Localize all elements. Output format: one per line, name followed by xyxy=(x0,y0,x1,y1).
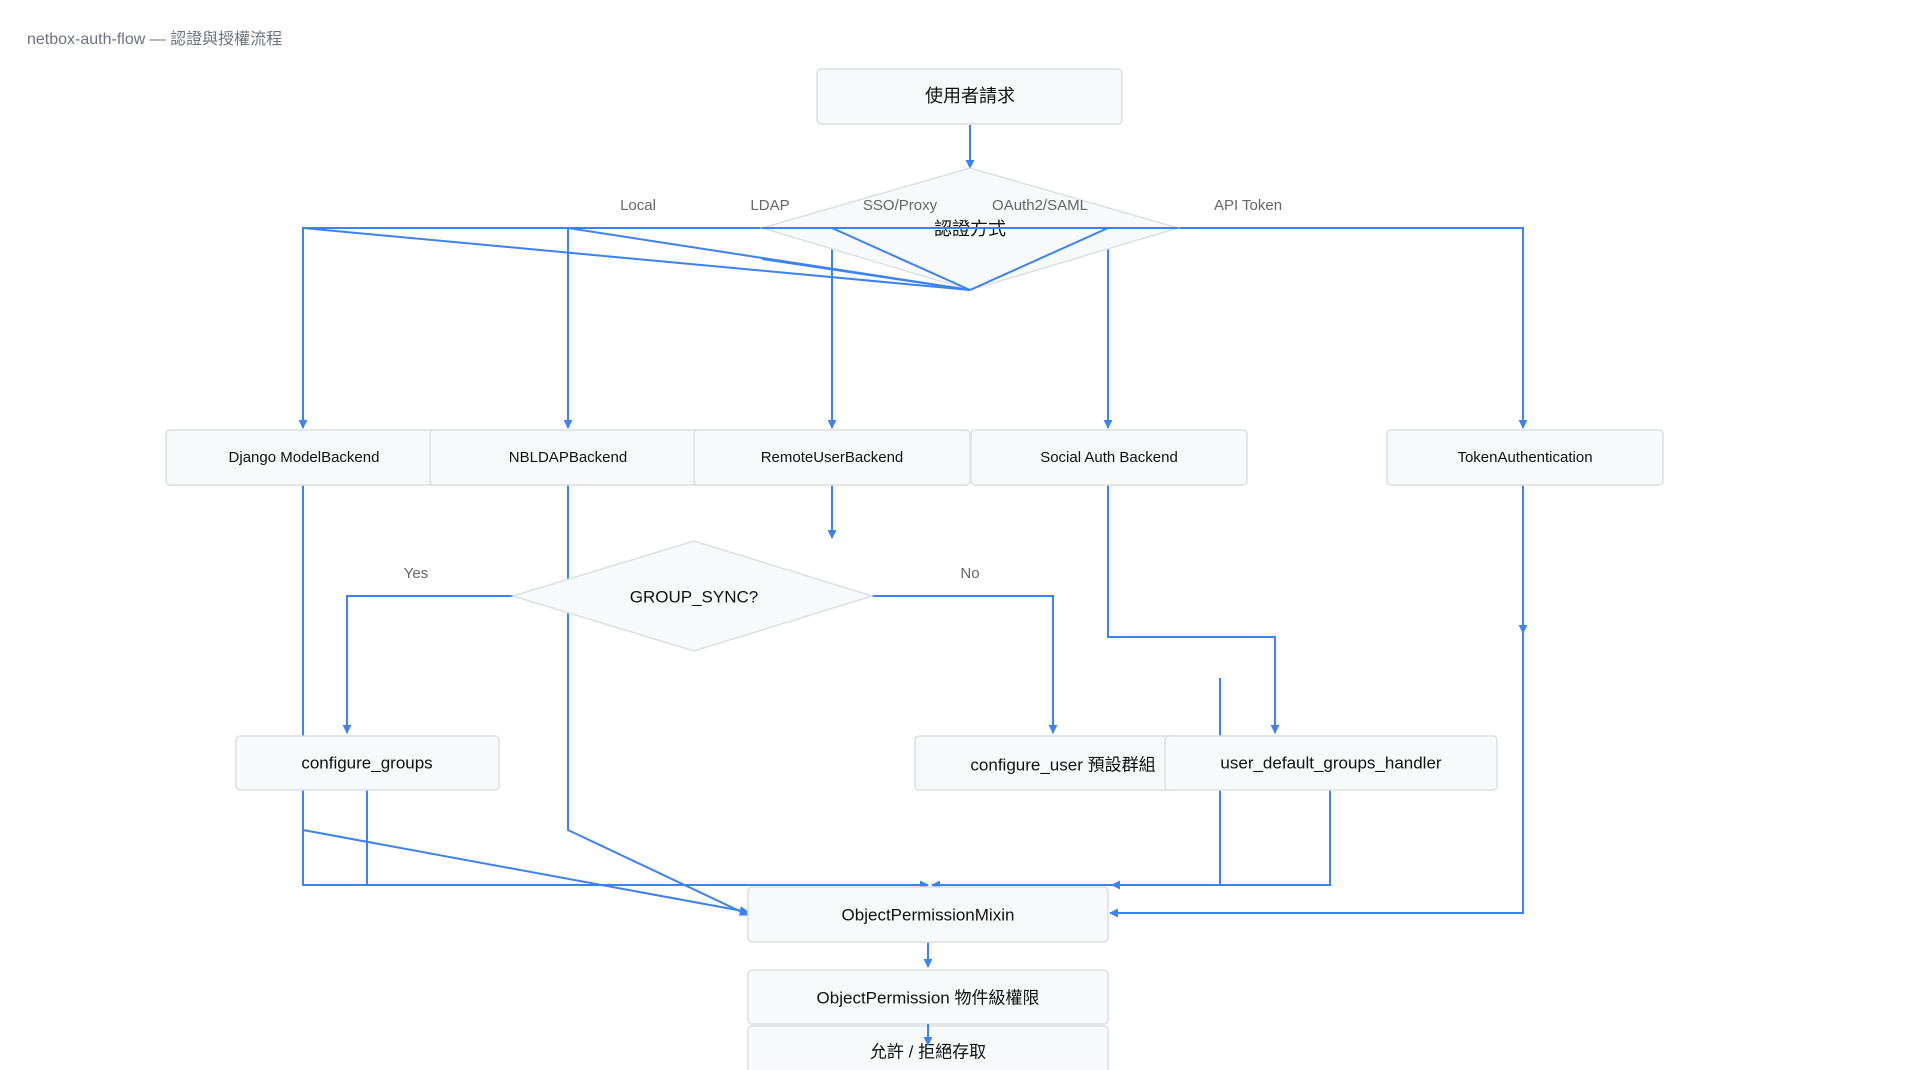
node-django-model-backend[interactable]: Django ModelBackend xyxy=(165,429,443,486)
node-nbldap-backend[interactable]: NBLDAPBackend xyxy=(429,429,707,486)
node-configure-user-label: configure_user 預設群組 xyxy=(970,755,1155,774)
edge-groupsync-yes xyxy=(342,595,513,734)
edge-local-ldap-overlay xyxy=(761,258,971,291)
label-oauth2-saml: OAuth2/SAML xyxy=(992,197,1088,214)
edge-sso-overlay xyxy=(831,227,971,291)
label-ldap: LDAP xyxy=(750,197,789,214)
label-api-token: API Token xyxy=(1214,197,1282,214)
edge-collector-left xyxy=(302,830,929,890)
node-user-default-groups-handler-label: user_default_groups_handler xyxy=(1220,753,1442,772)
label-local: Local xyxy=(620,197,656,214)
edge-oauth-overlay xyxy=(969,227,1109,291)
node-configure-groups[interactable]: configure_groups xyxy=(235,735,500,791)
edge-api-token xyxy=(1170,227,1528,429)
edge-social-to-handler xyxy=(1107,485,1280,734)
node-group-sync[interactable]: GROUP_SYNC? xyxy=(510,540,875,652)
node-configure-groups-label: configure_groups xyxy=(301,753,432,772)
node-object-permission[interactable]: ObjectPermission 物件級權限 xyxy=(747,969,1109,1025)
node-remote-user-backend-label: RemoteUserBackend xyxy=(761,449,904,466)
node-social-auth-backend-label: Social Auth Backend xyxy=(1040,449,1178,466)
node-object-permission-mixin[interactable]: ObjectPermissionMixin xyxy=(747,886,1109,943)
node-user-default-groups-handler[interactable]: user_default_groups_handler xyxy=(1164,735,1498,791)
node-social-auth-backend[interactable]: Social Auth Backend xyxy=(970,429,1248,486)
node-object-permission-mixin-label: ObjectPermissionMixin xyxy=(842,905,1015,924)
label-yes: Yes xyxy=(404,565,428,582)
node-allow-deny[interactable]: 允許 / 拒絕存取 xyxy=(747,1025,1109,1070)
label-no: No xyxy=(960,565,979,582)
node-configure-user[interactable]: configure_user 預設群組 xyxy=(914,735,1181,791)
node-user-request-label: 使用者請求 xyxy=(925,86,1015,106)
edge-groupsync-no xyxy=(872,595,1058,734)
node-django-model-backend-label: Django ModelBackend xyxy=(229,449,380,466)
node-allow-deny-label: 允許 / 拒絕存取 xyxy=(870,1042,986,1061)
edge-handler-down xyxy=(1111,790,1331,890)
node-nbldap-backend-label: NBLDAPBackend xyxy=(509,449,627,466)
edge-overlays xyxy=(761,227,1178,1046)
node-user-request[interactable]: 使用者請求 xyxy=(816,68,1123,125)
label-sso-proxy: SSO/Proxy xyxy=(863,197,938,214)
node-token-authentication[interactable]: TokenAuthentication xyxy=(1386,429,1664,486)
node-object-permission-label: ObjectPermission 物件級權限 xyxy=(817,988,1040,1007)
edge-token-to-mixin xyxy=(1109,633,1524,918)
node-token-authentication-label: TokenAuthentication xyxy=(1457,449,1592,466)
page-title: netbox-auth-flow — 認證與授權流程 xyxy=(27,31,283,48)
edge-labels: Local LDAP SSO/Proxy OAuth2/SAML API Tok… xyxy=(404,197,1282,582)
nodes: 使用者請求 認證方式 Django ModelBackend NBLDAPBac… xyxy=(165,68,1664,1070)
node-group-sync-label: GROUP_SYNC? xyxy=(630,587,758,606)
node-remote-user-backend[interactable]: RemoteUserBackend xyxy=(693,429,971,486)
